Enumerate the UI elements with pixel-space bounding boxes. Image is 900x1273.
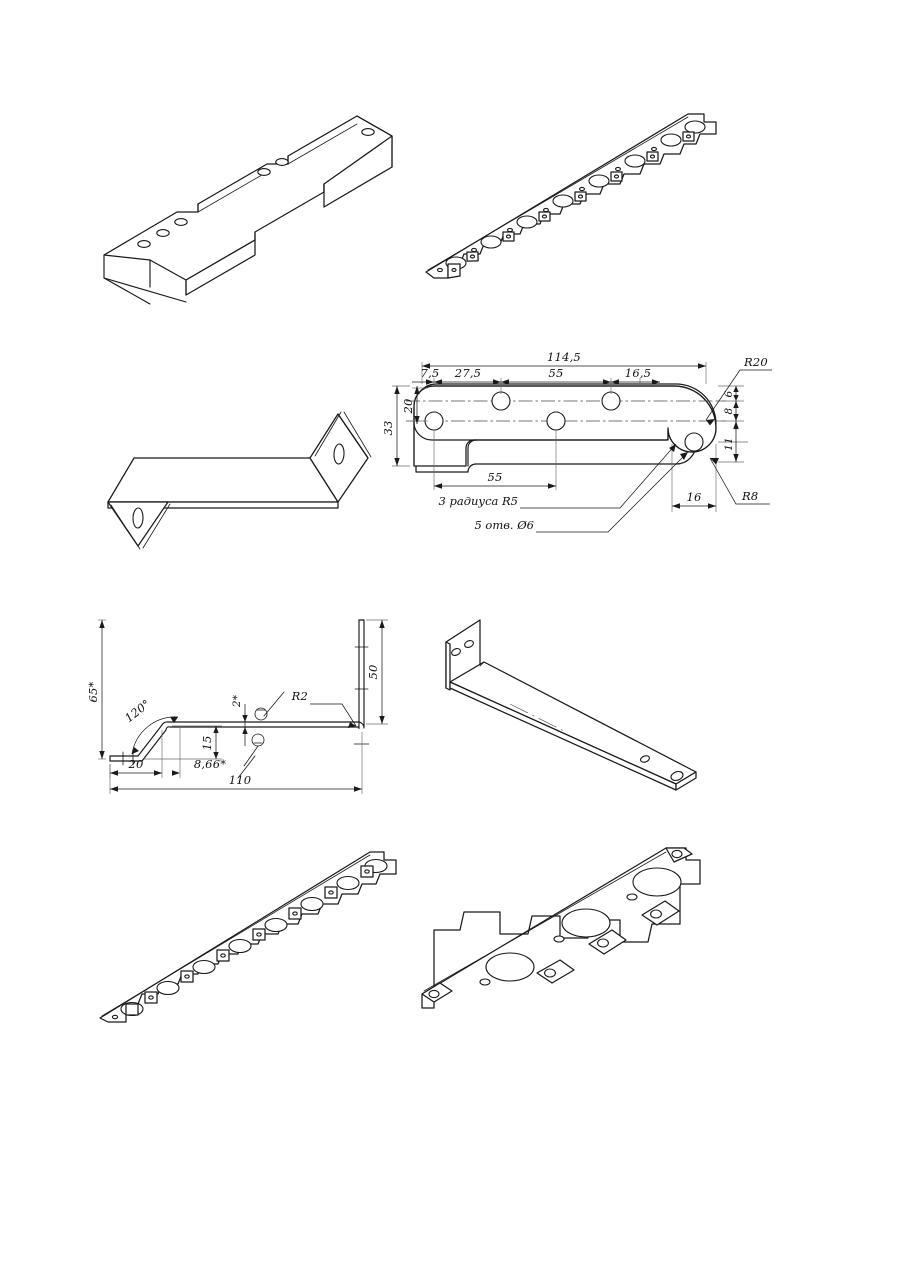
l-bracket-body [445, 619, 697, 791]
strip-pilot-holes [437, 146, 657, 273]
dim-114-5: 114,5 [547, 350, 581, 364]
dim-2-thickness: 2* [231, 694, 248, 746]
dim-16-5: 16,5 [625, 366, 651, 380]
note-3-radii-text: 3 радиуса R5 [439, 494, 518, 508]
note-5-holes-text: 5 отв. Ø6 [474, 518, 534, 532]
plate-holes [424, 391, 704, 452]
dim-6: 6 [723, 390, 735, 397]
dim-20-flange: 20 [109, 730, 163, 778]
dim-15: 15 [200, 735, 214, 750]
leader-r20: R20 [705, 355, 772, 426]
strip-2-tabs [125, 865, 374, 1016]
channel-body [103, 115, 393, 305]
dim-chain: 7,5 27,5 55 16,5 [412, 366, 707, 394]
profile-outline [109, 619, 365, 762]
dim-65: 65* [86, 619, 106, 760]
plate-tabs [421, 847, 693, 1003]
dim-110: 110 [109, 732, 363, 794]
fig-channel-iso [92, 92, 412, 305]
dim-8-66: 8,66* [194, 757, 226, 771]
z-bracket-flange-holes [132, 443, 345, 529]
dim-8: 8 [723, 407, 735, 414]
dim-lower-55: 55 [433, 430, 557, 490]
profile-tick-marks [122, 646, 370, 766]
dim-vertical-right: 6 8 11 [718, 385, 748, 463]
fig-side-profile: 65* 50 110 [86, 604, 412, 814]
dim-120-angle: 120° [122, 697, 179, 755]
fig-perforated-strip-iso-1 [412, 100, 732, 300]
strip-tabs [447, 131, 695, 279]
label-r2: R2 [291, 689, 308, 703]
plate-bottom-edge [413, 407, 477, 441]
dim-27-5: 27,5 [454, 366, 481, 380]
dim-8-66: 8,66* [172, 726, 226, 778]
mounting-pad-right [361, 128, 375, 136]
dim-110: 110 [229, 773, 252, 787]
fig-z-bracket-iso [92, 386, 392, 566]
mounting-pad-middle [257, 158, 289, 176]
fig-perforated-strip-iso-2 [88, 836, 408, 1036]
fig-l-bracket-iso [424, 604, 724, 804]
leader-r2: R2 [291, 689, 357, 728]
label-r8: R8 [741, 489, 758, 503]
dim-vertical-left: 33 20 [381, 385, 428, 467]
dim-7-5: 7,5 [421, 366, 440, 380]
note-5-holes: 5 отв. Ø6 [474, 451, 689, 533]
dim-15: 15 [144, 725, 222, 760]
dim-55-top: 55 [548, 366, 563, 380]
dim-2: 2* [231, 694, 243, 708]
dim-tab-16: 16 [671, 444, 717, 512]
leader-r8: R8 [709, 457, 770, 505]
mounting-pad-left [137, 218, 188, 248]
dim-20: 20 [127, 757, 143, 771]
dim-65: 65* [86, 681, 100, 702]
dim-55-bottom: 55 [487, 470, 502, 484]
dim-33: 33 [381, 420, 395, 435]
plate-small-holes [479, 893, 638, 986]
dim-11: 11 [723, 437, 735, 451]
dim-50: 50 [366, 619, 388, 725]
dim-50: 50 [366, 664, 380, 679]
dim-20: 20 [401, 398, 415, 414]
strip-large-holes [445, 120, 706, 270]
surface-finish-symbol [237, 691, 285, 779]
plate-centerlines [406, 400, 726, 422]
note-3-radii: 3 радиуса R5 [439, 443, 677, 509]
plate-large-holes [485, 867, 682, 982]
label-r20: R20 [743, 355, 768, 369]
l-bracket-holes [451, 639, 684, 782]
dim-120: 120° [122, 697, 153, 726]
z-bracket-body [107, 411, 372, 550]
dim-16: 16 [686, 490, 701, 504]
dim-overall-114-5: 114,5 [421, 350, 707, 378]
fig-perforated-plate-iso [404, 842, 724, 1022]
fig-plate-plan: 114,5 7,5 27,5 5 [381, 348, 788, 563]
